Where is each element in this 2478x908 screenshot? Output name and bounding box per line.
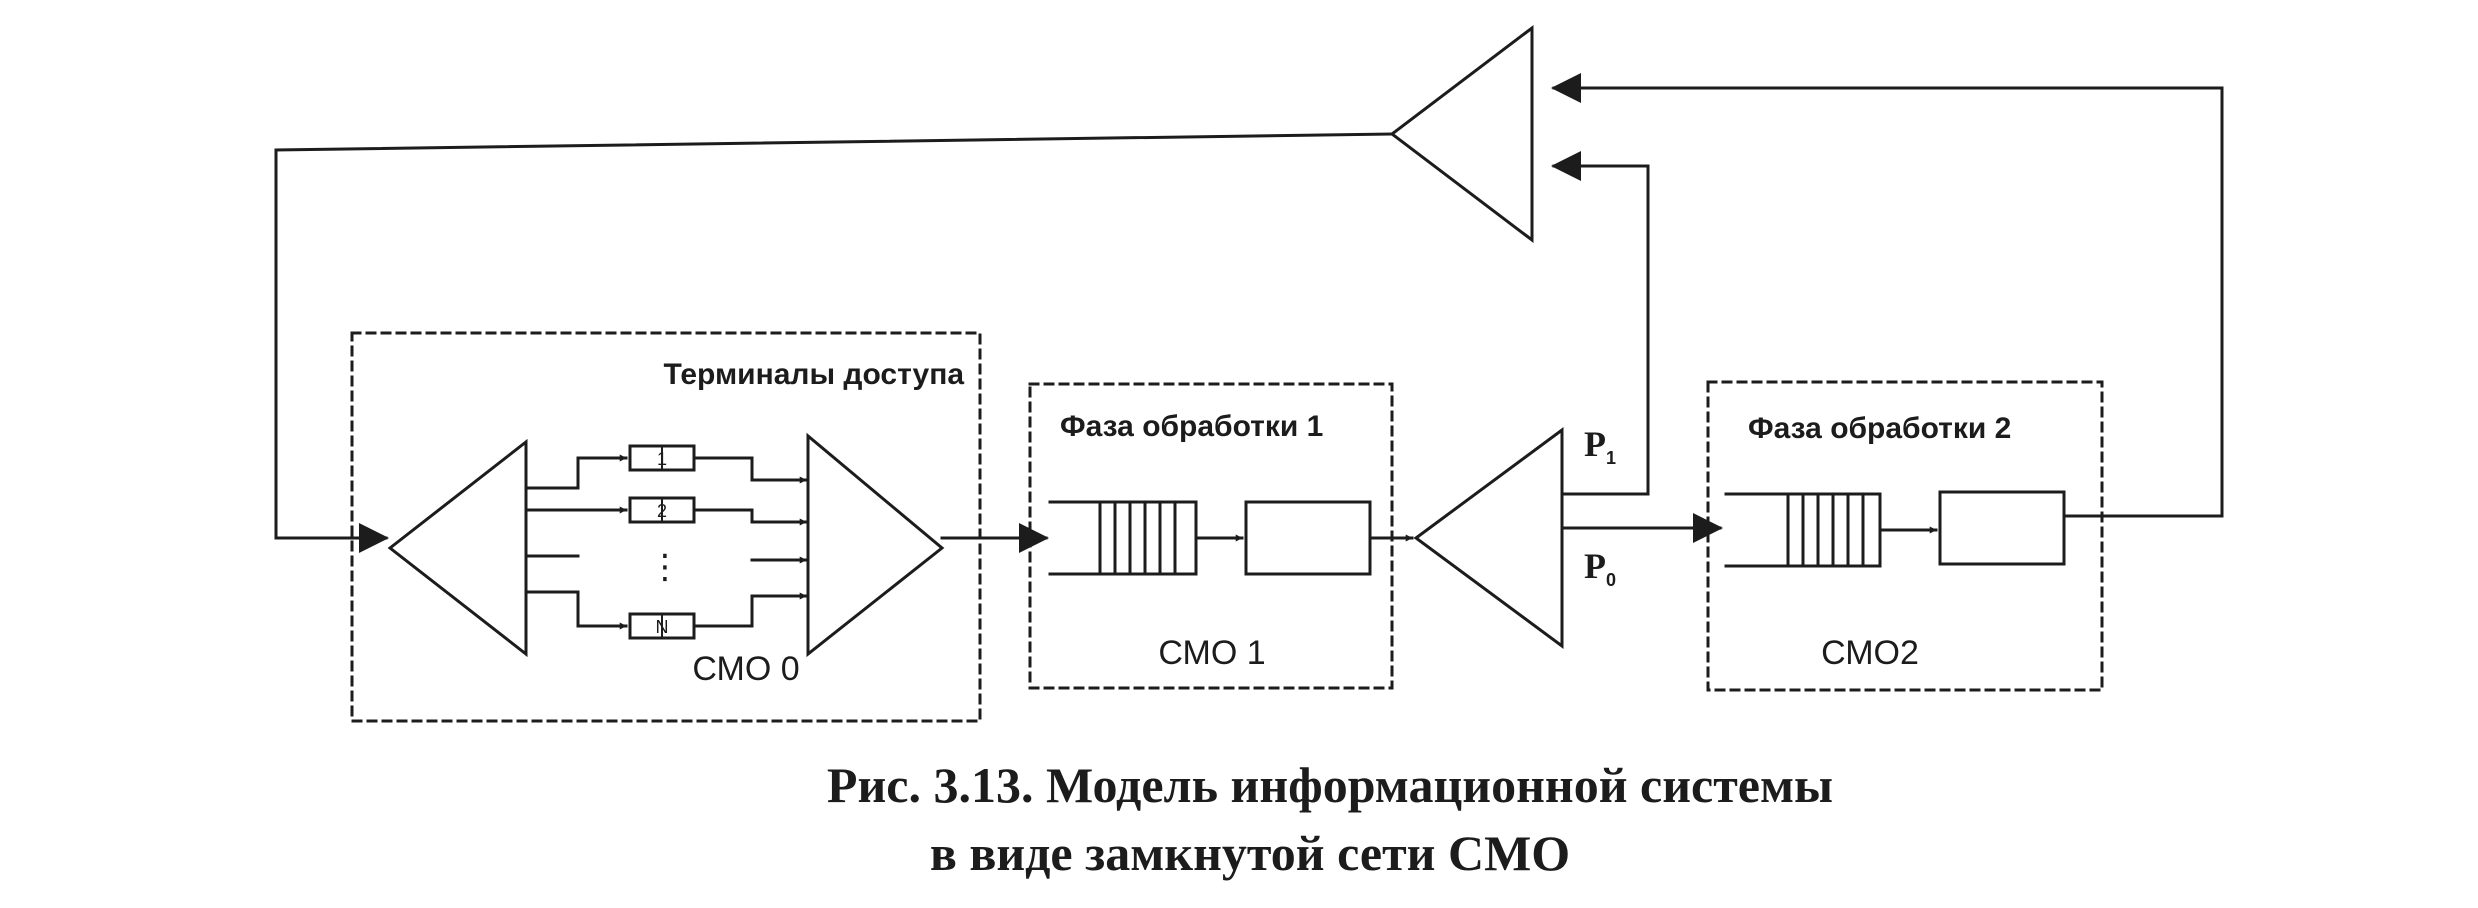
branch-triangle — [1413, 427, 1564, 649]
smo2-label: СМО2 — [1821, 634, 1919, 672]
terminals-ellipsis: ⋮ — [648, 548, 682, 586]
smo2-queue — [1724, 492, 1882, 568]
smo0-join-lines — [692, 456, 808, 628]
smo2-container — [1706, 380, 2104, 692]
smo1-label: СМО 1 — [1158, 634, 1265, 672]
caption-line-1: Рис. 3.13. Модель информационной системы — [827, 757, 1833, 813]
smo1-queue — [1048, 500, 1198, 576]
smo1-container — [1028, 382, 1394, 690]
smo0-fork-triangle — [387, 438, 528, 658]
smo2-feedback-line — [1551, 73, 2224, 518]
p1-feedback-line — [1551, 151, 1650, 496]
caption-line-2: в виде замкнутой сети СМО — [930, 825, 1570, 881]
smo1-title: Фаза обработки 1 — [1060, 410, 1323, 443]
smo0-join-triangle — [806, 432, 945, 658]
terminal-n-label: N — [656, 617, 669, 637]
smo0-label: СМО 0 — [692, 650, 799, 688]
smo0-title: Терминалы доступа — [664, 358, 965, 391]
p0-label: P0 — [1584, 546, 1616, 590]
p1-label: P1 — [1584, 424, 1616, 468]
main-feedback-line — [274, 132, 1394, 553]
smo0-fork-lines — [524, 454, 628, 630]
smo1-server — [1244, 500, 1372, 576]
merge-triangle — [1389, 24, 1534, 244]
terminal-1-label: 1 — [657, 449, 667, 469]
terminal-2-label: 2 — [657, 501, 667, 521]
smo0-container — [350, 331, 982, 723]
smo2-server — [1938, 490, 2066, 566]
smo2-title: Фаза обработки 2 — [1748, 412, 2011, 445]
